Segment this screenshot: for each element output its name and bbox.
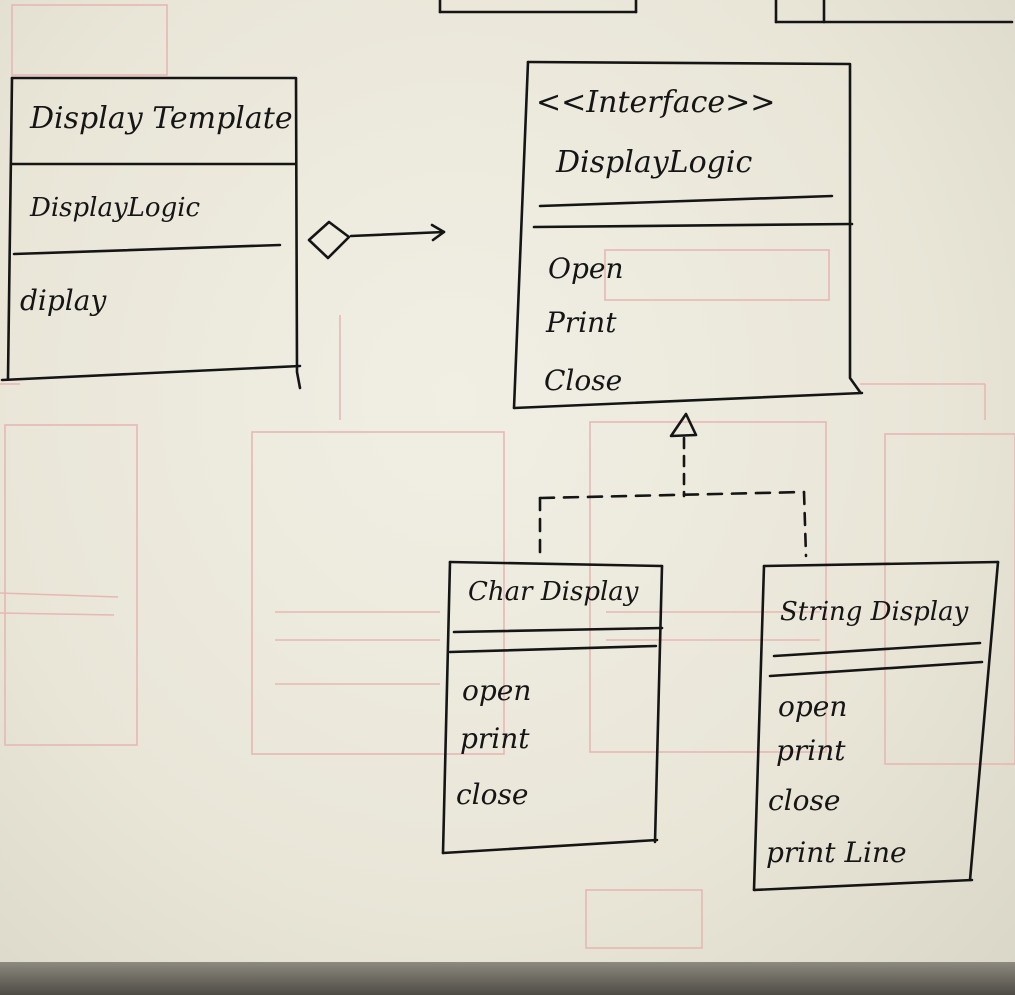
bleed-through-marks	[0, 4, 1015, 949]
page-edge-shadow	[0, 962, 1015, 995]
char-display-name: Char Display	[468, 577, 639, 607]
string-display-method-print-line: print Line	[766, 836, 907, 869]
char-display-method-print: print	[460, 722, 530, 755]
string-display-method-close: close	[768, 784, 840, 817]
realization-arrows	[538, 412, 808, 560]
display-logic-method-print: Print	[545, 306, 617, 339]
string-display-name: String Display	[780, 597, 969, 627]
aggregation-diamond	[307, 220, 351, 260]
realization-triangle	[669, 412, 698, 438]
string-display-method-open: open	[778, 690, 847, 723]
class-char-display: Char Display open print close	[441, 560, 664, 855]
display-template-field: DisplayLogic	[29, 193, 201, 223]
class-string-display: String Display open print close print Li…	[752, 560, 1000, 892]
display-logic-method-open: Open	[548, 252, 623, 285]
class-display-template: Display Template DisplayLogic diplay	[0, 76, 302, 390]
display-template-method: diplay	[20, 284, 107, 317]
char-display-method-close: close	[456, 778, 528, 811]
class-display-logic: <<Interface>> DisplayLogic Open Print Cl…	[512, 60, 864, 410]
display-template-name: Display Template	[29, 101, 293, 136]
display-logic-stereotype: <<Interface>>	[536, 85, 775, 120]
top-edge-fragments	[438, 0, 1014, 24]
aggregation-arrow	[307, 220, 446, 260]
char-display-method-open: open	[462, 674, 531, 707]
display-logic-method-close: Close	[544, 364, 622, 397]
display-logic-name: DisplayLogic	[555, 145, 752, 180]
string-display-method-print: print	[776, 734, 846, 767]
